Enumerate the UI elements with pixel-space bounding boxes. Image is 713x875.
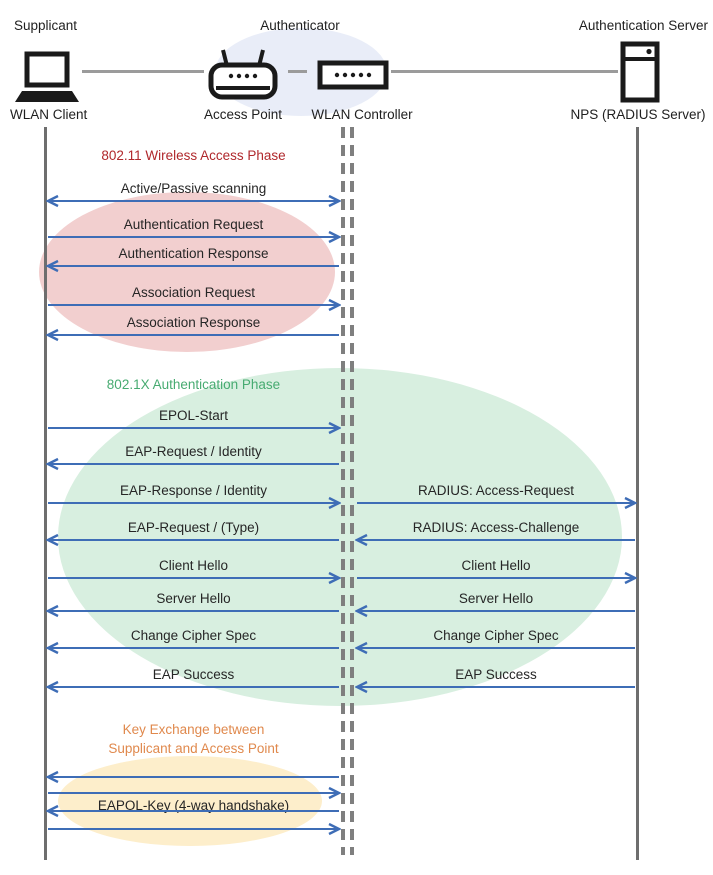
message-label: Association Request <box>131 285 256 300</box>
message-label: EAP-Request / (Type) <box>127 520 260 535</box>
message-arrow-left <box>45 328 341 342</box>
message-arrow-right <box>355 496 638 510</box>
message-label: Server Hello <box>156 591 231 606</box>
lifeline-wlan-controller-dashed <box>350 127 354 855</box>
message-label: Change Cipher Spec <box>433 628 559 643</box>
message-arrow-right <box>355 571 638 585</box>
message-arrow-left <box>45 533 341 547</box>
message-arrow-left <box>45 804 341 818</box>
message-label: Client Hello <box>461 558 531 573</box>
message-label: EAP Success <box>152 667 235 682</box>
lifeline-nps-server <box>636 127 639 860</box>
connector-controller-to-server <box>391 70 618 73</box>
phase1-wireless-access-ellipse <box>39 192 335 352</box>
phase2-authentication-ellipse <box>58 368 622 706</box>
message-label: EAP Success <box>455 667 537 682</box>
message-arrow-right <box>46 298 342 312</box>
message-label: Active/Passive scanning <box>120 181 267 196</box>
wlan-controller-icon <box>317 59 389 96</box>
message-arrow-right <box>46 786 342 800</box>
message-arrow-right <box>46 496 342 510</box>
message-label: EAPOL-Key (4-way handshake) <box>97 798 290 813</box>
label-nps-radius-server: NPS (RADIUS Server) <box>570 107 706 122</box>
role-authentication-server: Authentication Server <box>578 18 708 33</box>
phase2-title: 802.1X Authentication Phase <box>106 377 281 392</box>
message-arrow-left <box>354 641 637 655</box>
label-access-point: Access Point <box>203 107 283 122</box>
phase3-key-exchange-ellipse <box>58 756 322 846</box>
lifeline-wlan-client <box>44 127 47 860</box>
message-label: EAP-Request / Identity <box>125 444 262 459</box>
message-arrow-left <box>45 680 341 694</box>
message-label: Server Hello <box>458 591 534 606</box>
lifeline-access-point-dashed <box>341 127 345 855</box>
message-arrow-left <box>45 641 341 655</box>
message-label: Authentication Request <box>123 217 264 232</box>
message-arrow-left <box>45 259 341 273</box>
role-supplicant: Supplicant <box>14 18 78 33</box>
message-arrow-right <box>46 822 342 836</box>
message-label: RADIUS: Access-Challenge <box>412 520 580 535</box>
laptop-icon <box>12 51 82 110</box>
message-arrow-left <box>354 533 637 547</box>
message-label: EPOL-Start <box>158 408 229 423</box>
connector-ap-to-controller <box>288 70 307 73</box>
message-arrow-right <box>46 571 342 585</box>
server-icon <box>620 41 660 108</box>
message-arrow-right <box>46 421 342 435</box>
phase3-title: Key Exchange between Supplicant and Acce… <box>108 722 279 756</box>
message-label: EAP-Response / Identity <box>119 483 268 498</box>
message-arrow-left <box>45 457 341 471</box>
access-point-icon <box>206 47 280 108</box>
message-arrow-right <box>46 230 342 244</box>
message-arrow-left <box>45 604 341 618</box>
message-label: Change Cipher Spec <box>130 628 257 643</box>
phase1-title: 802.11 Wireless Access Phase <box>101 148 286 163</box>
label-wlan-client: WLAN Client <box>10 107 88 122</box>
label-wlan-controller: WLAN Controller <box>311 107 413 122</box>
message-label: Authentication Response <box>118 246 269 261</box>
role-authenticator: Authenticator <box>260 18 340 33</box>
message-arrow-both <box>45 194 342 208</box>
message-label: Client Hello <box>158 558 229 573</box>
message-arrow-left <box>354 604 637 618</box>
message-label: RADIUS: Access-Request <box>417 483 575 498</box>
message-arrow-left <box>354 680 637 694</box>
message-label: Association Response <box>126 315 261 330</box>
connector-client-to-ap <box>82 70 204 73</box>
message-arrow-left <box>45 770 341 784</box>
